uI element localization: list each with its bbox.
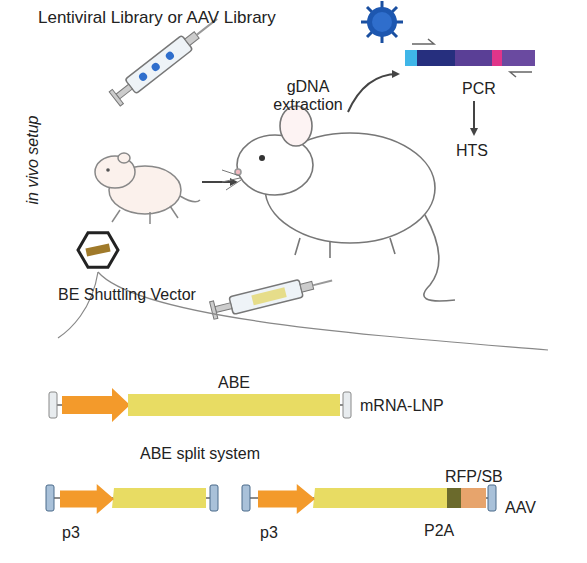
node-label: ABE <box>218 374 250 392</box>
gene-box: ABE <box>128 394 340 416</box>
delivery-label: AAV <box>505 499 536 517</box>
arrow <box>202 181 236 183</box>
mouse-pup <box>95 153 200 224</box>
p2a-box: P2A <box>447 488 461 508</box>
system-label: ABE split system <box>140 445 260 463</box>
divider-line <box>58 272 98 338</box>
amplicon <box>405 39 535 77</box>
step-label: HTS <box>456 142 488 160</box>
divider-line <box>98 272 548 350</box>
library-label: Lentiviral Library or AAV Library <box>38 8 276 28</box>
arrow <box>473 101 475 134</box>
promoter-arrow: p3 <box>60 484 114 514</box>
step-label: PCR <box>462 80 496 98</box>
syringe <box>210 272 335 319</box>
setup-label: in vivo setup <box>24 116 42 205</box>
arrow <box>348 74 398 112</box>
step-label: gDNA extraction <box>268 78 348 115</box>
virus-icon <box>361 1 403 43</box>
node-label: RFP/SB <box>445 468 503 486</box>
delivery-label: mRNA-LNP <box>360 397 444 415</box>
reporter-box: RFP/SB <box>461 488 486 508</box>
promoter-arrow: p3 <box>258 484 315 514</box>
vector-icon <box>78 233 118 268</box>
node-label: p3 <box>260 524 278 542</box>
arrow-shape <box>258 484 315 514</box>
node-label: P2A <box>424 522 454 540</box>
arrow-shape <box>60 484 114 514</box>
node-label: p3 <box>62 524 80 542</box>
mouse <box>222 106 455 301</box>
vector-label: BE Shuttling Vector <box>58 286 196 304</box>
construct <box>49 388 351 422</box>
